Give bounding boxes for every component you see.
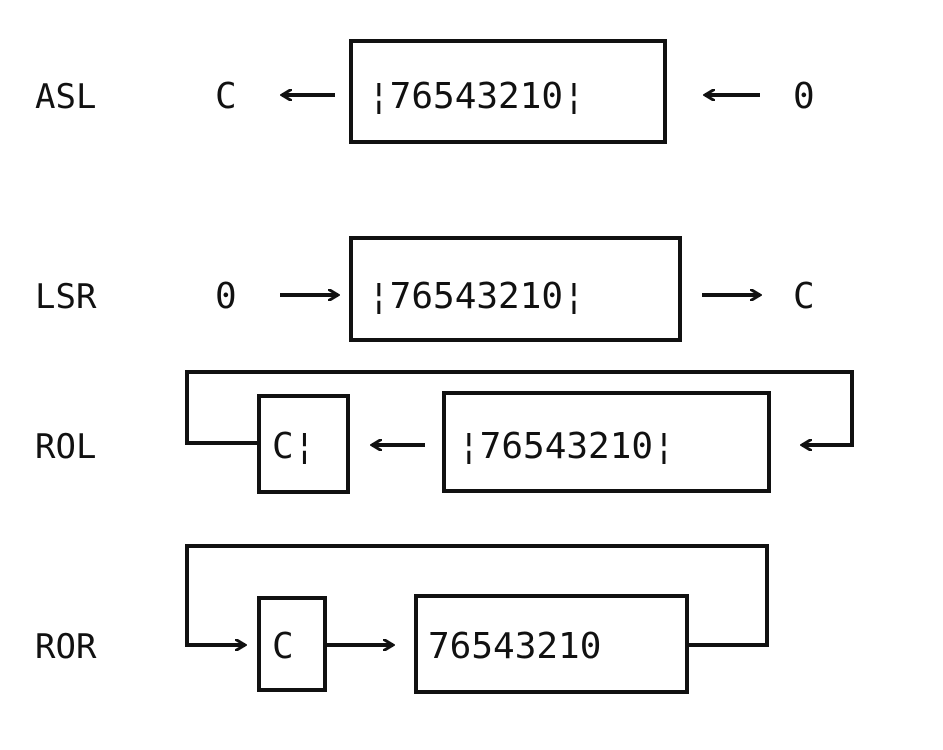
carry-label: C xyxy=(793,276,815,317)
asl-row: ASL C ¦76543210¦ 0 xyxy=(35,39,815,144)
register-box xyxy=(349,236,682,342)
zero-input: 0 xyxy=(793,76,815,117)
register-bits: 76543210 xyxy=(428,626,601,667)
rotate-loop xyxy=(185,544,769,645)
lsr-row: LSR 0 ¦76543210¦ C xyxy=(35,236,815,342)
carry-label: C¦ xyxy=(272,426,315,467)
carry-label: C xyxy=(215,76,237,117)
register-bits: ¦76543210¦ xyxy=(458,426,675,467)
ror-row: ROR C 76543210 xyxy=(35,544,769,694)
register-box xyxy=(349,39,667,144)
op-label-ror: ROR xyxy=(35,627,97,667)
carry-box xyxy=(257,596,327,692)
carry-box xyxy=(257,394,350,494)
rol-row: ROL C¦ ¦76543210¦ xyxy=(35,370,854,494)
zero-input: 0 xyxy=(215,276,237,317)
op-label-lsr: LSR xyxy=(35,277,97,317)
rotate-loop xyxy=(185,370,854,445)
register-bits: ¦76543210¦ xyxy=(368,276,585,317)
op-label-rol: ROL xyxy=(35,427,96,467)
register-box xyxy=(414,594,689,694)
carry-label: C xyxy=(272,626,294,667)
register-box xyxy=(442,391,771,493)
register-bits: ¦76543210¦ xyxy=(368,76,585,117)
op-label-asl: ASL xyxy=(35,77,96,117)
